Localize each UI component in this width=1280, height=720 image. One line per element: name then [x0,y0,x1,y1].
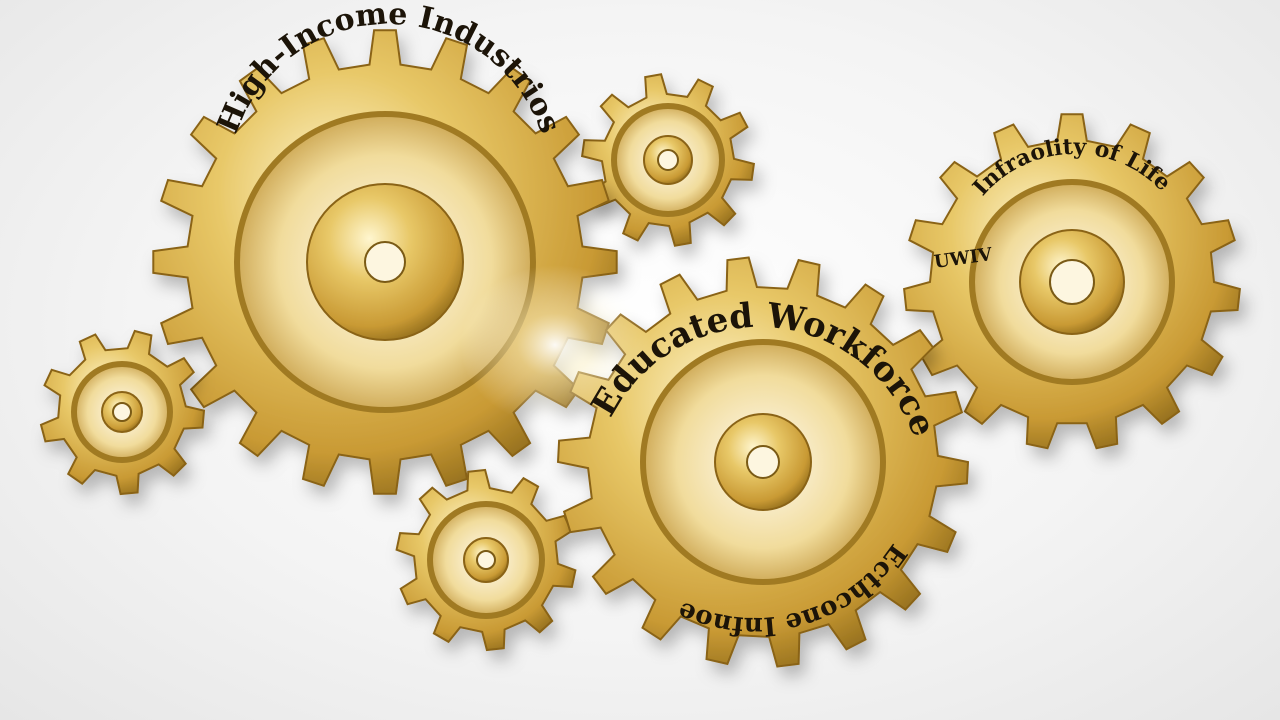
small-left-gear [39,329,206,496]
light-flare [460,265,650,425]
small-top-gear-hole [657,149,679,171]
quality-gear-hole [1049,259,1095,305]
small-left-gear-hole [112,402,132,422]
educated-gear-hole [746,445,780,479]
small-bottom-gear [395,468,577,652]
small-bottom-gear-hole [476,550,496,570]
educated-gear [556,256,970,668]
small-top-gear [580,73,756,247]
quality-gear [903,113,1241,450]
high-income-gear-hole [364,241,406,283]
